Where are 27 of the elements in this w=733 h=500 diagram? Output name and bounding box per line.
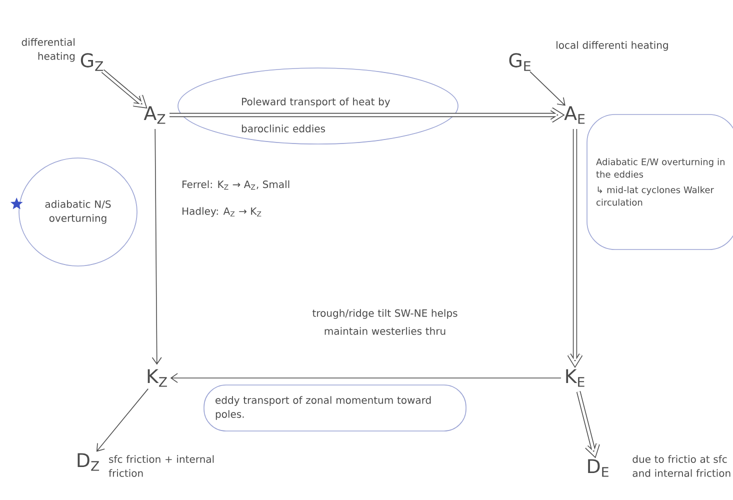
annotation-text: due to frictio at sfc and internal friction bbox=[632, 455, 730, 477]
annotation-text: local differenti heating bbox=[556, 41, 668, 51]
arrow bbox=[567, 126, 583, 368]
energy-symbol: A$_{Z}$ bbox=[144, 106, 166, 124]
arrow bbox=[170, 373, 562, 383]
arrow bbox=[100, 68, 148, 109]
annotation-text: sfc friction + internal friction bbox=[108, 455, 214, 477]
note-text: Ferrel: K$_{Z}$ → A$_{Z}$, Small bbox=[182, 180, 290, 190]
energy-symbol: K$_{E}$ bbox=[566, 369, 584, 387]
note-loop: eddy transport of zonal momentum toward poles. bbox=[204, 384, 466, 432]
energy-symbol: A$_{E}$ bbox=[564, 106, 585, 124]
arrow bbox=[530, 71, 566, 106]
note-text: Hadley: A$_{Z}$ → K$_{Z}$ bbox=[182, 207, 262, 217]
energy-symbol: D$_{Z}$ bbox=[78, 453, 100, 471]
note-text: trough/ridge tilt SW-NE helps maintain westerlies thru bbox=[312, 309, 458, 335]
arrow bbox=[152, 128, 162, 365]
energy-symbol: G$_{Z}$ bbox=[80, 53, 104, 71]
arrow bbox=[96, 388, 149, 452]
note-loop: adiabatic N/S overturning bbox=[18, 158, 138, 266]
edge-label: Poleward transport of heat by baroclinic eddies bbox=[242, 98, 390, 132]
note-loop: Adiabatic E/W overturning in the eddies ↳ mid-lat cyclones Walker circulation bbox=[586, 114, 733, 250]
annotation-text: differential heating bbox=[22, 38, 75, 62]
energy-symbol: D$_{E}$ bbox=[588, 459, 608, 477]
energy-symbol: G$_{E}$ bbox=[509, 53, 530, 71]
arrow bbox=[167, 107, 565, 123]
arrow bbox=[576, 389, 600, 458]
energy-symbol: K$_{Z}$ bbox=[148, 369, 167, 387]
